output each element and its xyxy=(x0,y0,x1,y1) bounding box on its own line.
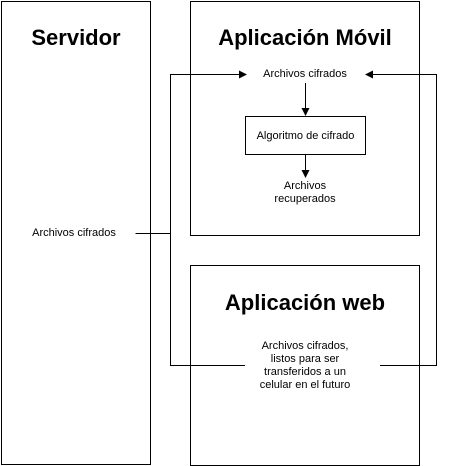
server-to-web-arrow xyxy=(170,233,257,370)
web-files-line2: listos para ser xyxy=(270,353,340,365)
web-to-movil-arrow xyxy=(365,70,437,366)
algorithm-label: Algoritmo de cifrado xyxy=(256,129,355,142)
app-web-title: Aplicación web xyxy=(224,290,386,315)
web-files-line3: transferidos a un xyxy=(264,366,346,378)
web-files-line1: Archivos cifrados, xyxy=(261,340,349,352)
web-files-label: Archivos cifrados, listos para ser trans… xyxy=(245,340,365,392)
app-movil-title: Aplicación Móvil xyxy=(218,25,392,50)
movil-encrypted-files-label: Archivos cifrados xyxy=(250,68,360,81)
recovered-files-label: Archivos recuperados xyxy=(255,180,355,206)
server-to-movil-arrow xyxy=(135,70,247,234)
recovered-files-line2: recuperados xyxy=(274,193,336,205)
servidor-files-label: Archivos cifrados xyxy=(18,227,130,240)
recovered-files-line1: Archivos xyxy=(283,180,327,192)
web-files-line4: celular en el futuro xyxy=(259,379,351,391)
algorithm-box: Algoritmo de cifrado xyxy=(245,116,366,155)
servidor-title: Servidor xyxy=(31,25,121,50)
